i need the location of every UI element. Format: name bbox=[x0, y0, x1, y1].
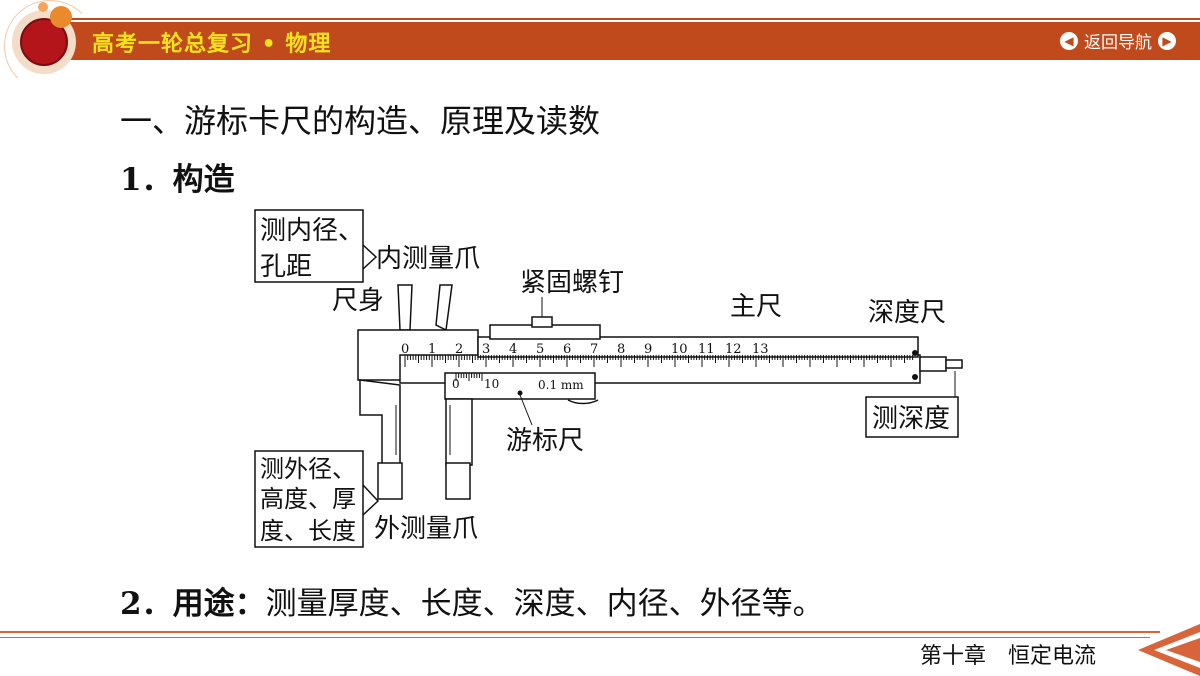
section-structure-title: 1．构造 bbox=[120, 162, 235, 198]
main-scale-tick-label: 13 bbox=[752, 342, 769, 357]
vernier-label: 游标尺 bbox=[506, 426, 584, 456]
decor-dot bbox=[50, 6, 72, 28]
depth-measure-label: 测深度 bbox=[872, 404, 950, 434]
main-scale-tick-label: 5 bbox=[536, 342, 544, 357]
inner-measure-line2: 孔距 bbox=[260, 252, 312, 282]
depth-rod bbox=[919, 356, 947, 372]
footer-line-thin bbox=[0, 637, 1150, 638]
main-scale-tick-label: 8 bbox=[617, 342, 625, 357]
main-scale-tick-label: 4 bbox=[509, 342, 517, 357]
main-scale-tick-label: 11 bbox=[698, 342, 715, 357]
back-arrow-icon: ◀ bbox=[1060, 31, 1078, 50]
precision-label: 0.1 mm bbox=[538, 378, 584, 392]
main-scale-tick-label: 10 bbox=[671, 342, 688, 357]
next-chevron-icon[interactable] bbox=[1138, 624, 1200, 676]
header-bar bbox=[60, 22, 1200, 60]
vernier-caliper-diagram: 测内径、 孔距 内测量爪 尺身 紧固螺钉 主尺 深度尺 测深度 游标尺 测外径、… bbox=[250, 205, 970, 559]
page-heading: 一、游标卡尺的构造、原理及读数 bbox=[120, 102, 601, 140]
depth-rod-label: 深度尺 bbox=[868, 298, 946, 328]
body-label: 尺身 bbox=[332, 286, 384, 316]
depth-measure-box bbox=[865, 396, 959, 438]
outer-measure-line2: 高度、厚 bbox=[260, 485, 356, 513]
outer-jaw-label: 外测量爪 bbox=[374, 514, 478, 544]
nav-back-button[interactable]: ◀ 返回导航 ▶ bbox=[1060, 28, 1176, 53]
main-scale-tick-label: 7 bbox=[590, 342, 598, 357]
screw-knob bbox=[531, 316, 553, 328]
header-title: 高考一轮总复习 • 物理 bbox=[92, 32, 332, 57]
outer-measure-line1: 测外径、 bbox=[260, 455, 356, 483]
section-usage-text: 测量厚度、长度、深度、内径、外径等。 bbox=[265, 586, 824, 622]
outer-measure-box bbox=[254, 450, 364, 548]
vernier-tick-0: 0 bbox=[452, 377, 460, 391]
main-scale-tick-label: 9 bbox=[644, 342, 652, 357]
vernier-tick-10: 10 bbox=[484, 377, 499, 391]
screw-label: 紧固螺钉 bbox=[520, 268, 624, 298]
forward-arrow-icon: ▶ bbox=[1158, 31, 1176, 50]
main-scale-tick-label: 3 bbox=[482, 342, 490, 357]
inner-measure-line1: 测内径、 bbox=[260, 216, 364, 246]
inner-jaw-label: 内测量爪 bbox=[376, 244, 480, 274]
main-scale-tick-label: 2 bbox=[455, 342, 463, 357]
header-line bbox=[60, 18, 1200, 20]
decor-dot-small bbox=[38, 2, 48, 12]
outer-measure-line3: 度、长度 bbox=[260, 517, 356, 545]
section-usage: 2．用途：测量厚度、长度、深度、内径、外径等。 bbox=[120, 578, 824, 623]
nav-label: 返回导航 bbox=[1084, 33, 1152, 53]
main-scale-tick-label: 12 bbox=[725, 342, 742, 357]
main-scale-tick-label: 1 bbox=[428, 342, 436, 357]
footer-line bbox=[0, 631, 1160, 633]
logo-arc bbox=[4, 0, 96, 92]
section-usage-label: 2．用途： bbox=[120, 586, 266, 622]
main-scale-tick-label: 6 bbox=[563, 342, 571, 357]
chapter-label: 第十章 恒定电流 bbox=[920, 644, 1097, 669]
main-scale-label: 主尺 bbox=[730, 292, 782, 322]
main-scale-tick-label: 0 bbox=[401, 342, 409, 357]
